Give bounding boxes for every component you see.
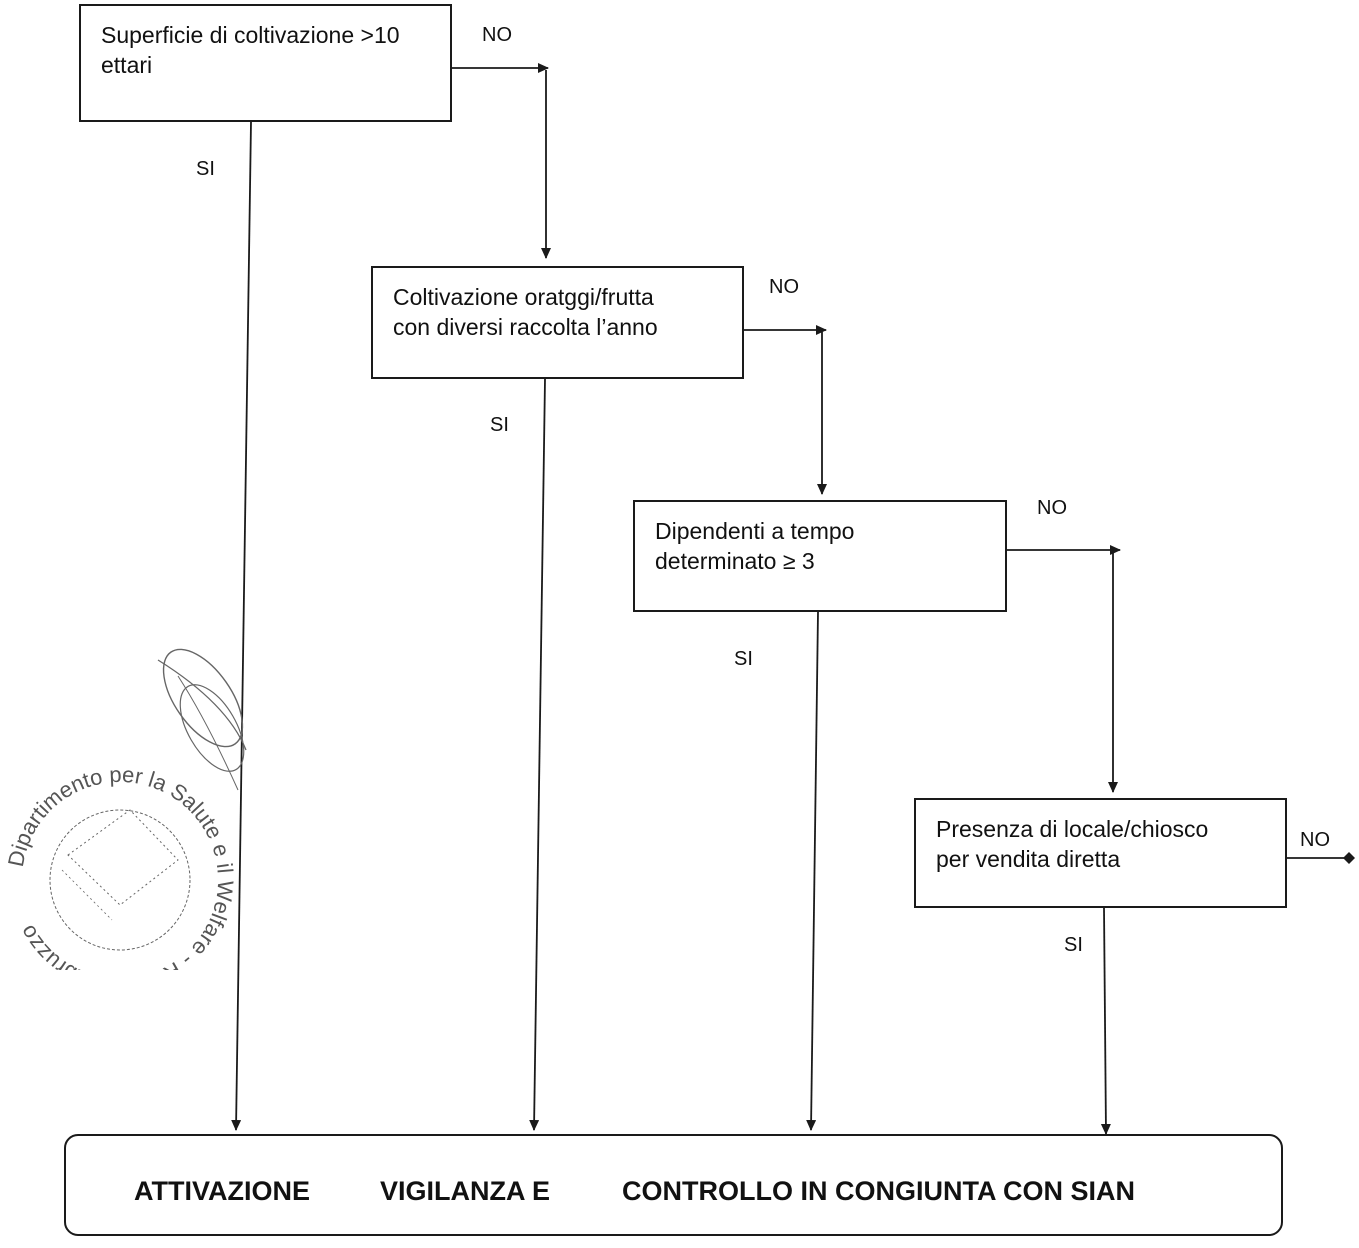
outcome-word-control: CONTROLLO IN CONGIUNTA CON SIAN [622, 1176, 1135, 1206]
q2-si-connector [529, 378, 546, 1131]
decision-box-direct-sale-kiosk: Presenza di locale/chiosco per vendita d… [914, 798, 1287, 908]
q4-no-terminal-marker [1343, 852, 1355, 864]
decision-3-line-1: Dipendenti a tempo [655, 518, 855, 544]
q3-si-connector [806, 611, 819, 1131]
q1-si-connector [231, 121, 252, 1131]
decision-1-yes-label: SI [196, 158, 215, 180]
decision-2-line-2: con diversi raccolta l’anno [393, 314, 658, 340]
decision-3-line-2: determinato ≥ 3 [655, 548, 815, 574]
decision-box-fixed-term-employees: Dipendenti a tempo determinato ≥ 3 [633, 500, 1007, 612]
decision-2-line-1: Coltivazione oratggi/frutta [393, 284, 654, 310]
q4-si-connector [1100, 907, 1111, 1135]
decision-3-no-label: NO [1037, 497, 1067, 519]
outcome-box: ATTIVAZIONE VIGILANZA E CONTROLLO IN CON… [64, 1134, 1283, 1236]
decision-1-line-1: Superficie di coltivazione >10 [101, 22, 400, 48]
outcome-word-supervision: VIGILANZA E [380, 1176, 551, 1206]
decision-box-multiple-harvests: Coltivazione oratggi/frutta con diversi … [371, 266, 744, 379]
decision-4-line-2: per vendita diretta [936, 846, 1121, 872]
decision-4-yes-label: SI [1064, 934, 1083, 956]
decision-4-no-label: NO [1300, 829, 1330, 851]
outcome-word-activation: ATTIVAZIONE [134, 1176, 310, 1206]
decision-3-yes-label: SI [734, 648, 753, 670]
decision-1-line-2: ettari [101, 52, 153, 78]
official-stamp: Dipartimento per la Salute e il Welfare … [3, 648, 247, 970]
decision-2-no-label: NO [769, 276, 799, 298]
decision-1-no-label: NO [482, 24, 512, 46]
decision-box-cultivation-area: Superficie di coltivazione >10 ettari [79, 4, 452, 122]
decision-4-line-1: Presenza di locale/chiosco [936, 816, 1209, 842]
decision-2-yes-label: SI [490, 414, 509, 436]
svg-text:Dipartimento per la Salute e i: Dipartimento per la Salute e il Welfare … [3, 762, 239, 970]
